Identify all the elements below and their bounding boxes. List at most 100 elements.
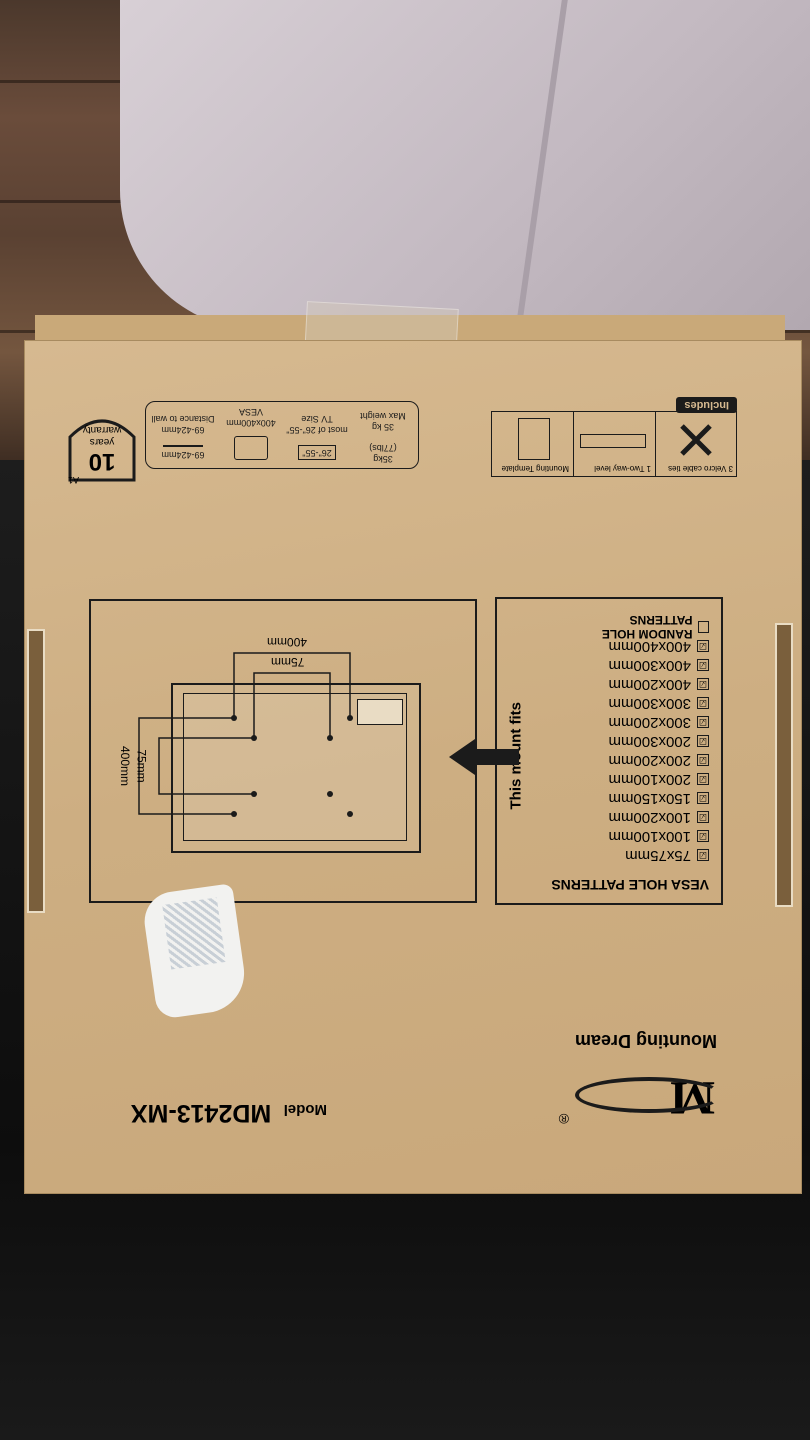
model-value: MD2413-MX bbox=[130, 1099, 272, 1127]
random-pattern-item: RANDOM HOLE PATTERNS bbox=[559, 614, 709, 642]
include-item-ties: 3 Velcro cable ties bbox=[668, 464, 733, 473]
cardboard-box-panel: 3 Velcro cable ties 1 Two-way level Moun… bbox=[24, 340, 802, 1194]
dimension-lines bbox=[138, 652, 351, 815]
warranty-years: years bbox=[89, 436, 115, 447]
dim-400-side: 400mm bbox=[118, 745, 133, 787]
vesa-item-label: 100x100mm bbox=[608, 828, 691, 845]
include-item-template: Mounting Template bbox=[501, 464, 569, 473]
includes-tag: Includes bbox=[676, 397, 737, 415]
mount-hole bbox=[347, 811, 353, 817]
checkbox-icon: ☑ bbox=[697, 754, 709, 767]
model-block: Model MD2413-MX bbox=[77, 1093, 327, 1127]
hand-hole-left bbox=[27, 629, 45, 913]
vesa-item-label: 150x150mm bbox=[608, 790, 691, 807]
spec-strip: 35kg (77lbs) 35 kg Max weight 26"-55" mo… bbox=[63, 401, 419, 485]
vesa-item-label: 200x100mm bbox=[608, 771, 691, 788]
includes-cell: 1 Two-way level bbox=[573, 412, 654, 476]
dim-75-top: 75mm bbox=[271, 655, 305, 669]
vesa-item-label: 300x300mm bbox=[608, 695, 691, 712]
vesa-item-label: 400x200mm bbox=[608, 676, 691, 693]
checkbox-icon: ☑ bbox=[697, 830, 709, 843]
weight-icon-text-2: (77lbs) bbox=[369, 443, 397, 453]
vesa-item-label: 75x75mm bbox=[625, 847, 691, 864]
shield-icon bbox=[68, 419, 136, 482]
includes-cell: Mounting Template bbox=[492, 412, 572, 476]
distance-icon bbox=[163, 445, 203, 447]
vesa-item-label: 200x300mm bbox=[608, 733, 691, 750]
vesa-item-label: 400x300mm bbox=[608, 657, 691, 674]
checkbox-icon: ☑ bbox=[697, 792, 709, 805]
tv-size-value: most of 26"-55" bbox=[286, 425, 348, 435]
spec-tv-size: 26"-55" most of 26"-55" TV Size bbox=[286, 413, 348, 460]
vesa-item: ☑75x75mm bbox=[625, 846, 709, 865]
weight-value: 35 kg bbox=[371, 422, 395, 432]
warranty-word: warranty bbox=[82, 424, 122, 435]
checkbox-icon: ☑ bbox=[697, 697, 709, 710]
checkbox-icon: ☑ bbox=[697, 678, 709, 691]
vesa-item: ☑ 200x300mm bbox=[608, 732, 709, 751]
connector-panel-icon bbox=[357, 699, 403, 725]
spec-vesa: 400x400mm VESA bbox=[220, 406, 282, 460]
distance-value: 69-424mm bbox=[161, 425, 205, 435]
random-pattern-label: RANDOM HOLE PATTERNS bbox=[601, 613, 693, 642]
vesa-item: ☑ 300x200mm bbox=[608, 713, 709, 732]
distance-label: Distance to wall bbox=[151, 414, 215, 424]
warranty-number: 10 bbox=[88, 448, 116, 475]
include-item-level: 1 Two-way level bbox=[594, 464, 651, 473]
vesa-item-label: 100x200mm bbox=[608, 809, 691, 826]
hand-hole-right bbox=[775, 623, 793, 907]
checkbox-icon: ☑ bbox=[697, 640, 709, 653]
includes-panel: 3 Velcro cable ties 1 Two-way level Moun… bbox=[491, 397, 737, 477]
jacket-photo-area bbox=[120, 0, 810, 330]
distance-icon-text: 69-424mm bbox=[161, 450, 205, 460]
dim-400-top: 400mm bbox=[267, 635, 308, 649]
vesa-item: ☑ 300x300mm bbox=[608, 694, 709, 713]
tv-size-icon: 26"-55" bbox=[298, 445, 336, 460]
spec-distance: 69-424mm 69-424mm Distance to wall bbox=[150, 413, 216, 460]
cable-ties-icon bbox=[678, 422, 714, 458]
template-icon bbox=[518, 418, 550, 460]
checkbox-icon: ☑ bbox=[697, 659, 709, 672]
checkbox-icon: ☑ bbox=[697, 811, 709, 824]
dim-75-side: 75mm bbox=[134, 749, 149, 783]
vesa-item-label: 300x200mm bbox=[608, 714, 691, 731]
vesa-icon bbox=[234, 436, 268, 460]
brand-name: Mounting Dream bbox=[575, 1031, 717, 1051]
spec-weight: 35kg (77lbs) 35 kg Max weight bbox=[352, 410, 414, 464]
brand-block: M ® Mounting Dream bbox=[543, 1019, 723, 1131]
vesa-value: 400x400mm bbox=[226, 418, 276, 428]
includes-cell: 3 Velcro cable ties bbox=[655, 412, 736, 476]
spec-box: 35kg (77lbs) 35 kg Max weight 26"-55" mo… bbox=[145, 401, 419, 469]
vesa-item: ☑ 400x200mm bbox=[608, 675, 709, 694]
warranty-badge: 10 years warranty bbox=[67, 407, 137, 483]
registered-mark: ® bbox=[558, 1111, 569, 1127]
vesa-item-label: 200x200mm bbox=[608, 752, 691, 769]
model-label: Model bbox=[283, 1101, 327, 1118]
box-code: A1 bbox=[67, 475, 79, 485]
weight-label: Max weight bbox=[360, 411, 406, 421]
vesa-item: ☑ 100x100mm bbox=[608, 827, 709, 846]
vesa-compat-panel: VESA HOLE PATTERNS ☑75x75mm ☑100x100mm ☑… bbox=[495, 597, 723, 905]
includes-label: Includes bbox=[676, 397, 737, 413]
vesa-heading: VESA HOLE PATTERNS bbox=[551, 877, 709, 893]
vesa-item: ☑ 400x300mm bbox=[608, 656, 709, 675]
checkbox-icon: ☑ bbox=[697, 735, 709, 748]
vesa-label: VESA bbox=[239, 407, 264, 417]
vesa-item: ☑200x100mm bbox=[608, 770, 709, 789]
arrow-left-icon bbox=[449, 737, 519, 777]
level-icon bbox=[580, 434, 646, 448]
mount-hole bbox=[327, 791, 333, 797]
weight-icon-text: 35kg bbox=[373, 454, 393, 464]
logo-swoosh-icon bbox=[575, 1077, 723, 1113]
mounting-diagram-panel: 400mm 75mm 75mm 400mm bbox=[89, 599, 477, 903]
vesa-item: ☑ 200x200mm bbox=[608, 751, 709, 770]
vesa-item: ☑ 100x200mm bbox=[608, 808, 709, 827]
checkbox-icon bbox=[698, 621, 709, 634]
torn-paper-sticker bbox=[140, 883, 250, 1020]
vesa-item: ☑ 150x150mm bbox=[608, 789, 709, 808]
jacket-seam bbox=[516, 0, 570, 320]
checkbox-icon: ☑ bbox=[697, 716, 709, 729]
tv-size-label: TV Size bbox=[301, 414, 333, 424]
includes-box: 3 Velcro cable ties 1 Two-way level Moun… bbox=[491, 411, 737, 477]
sticker-pattern bbox=[162, 897, 226, 970]
